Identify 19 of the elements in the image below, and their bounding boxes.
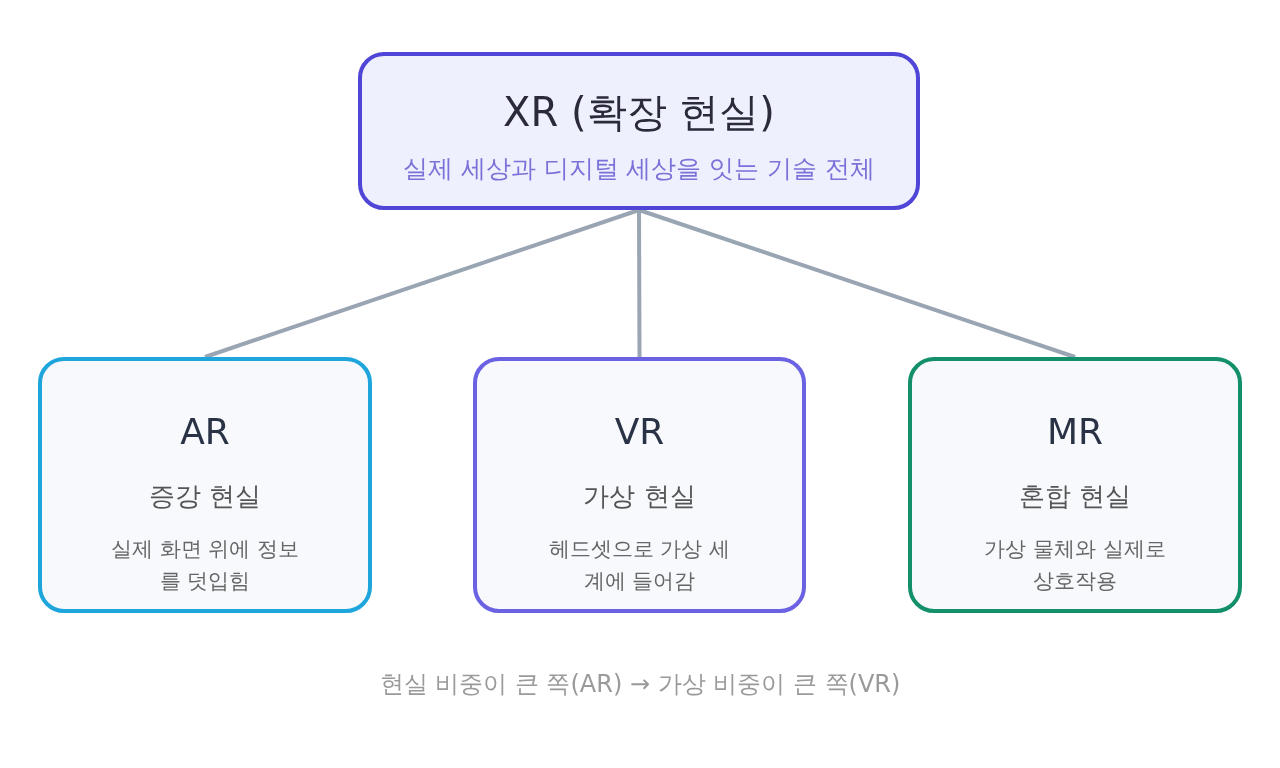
box-title: VR — [614, 410, 665, 454]
box-description: 가상 물체와 실제로 상호작용 — [983, 536, 1167, 595]
box-subtitle: 실제 세상과 디지털 세상을 잇는 기술 전체 — [402, 153, 876, 185]
connector-line — [204, 208, 640, 359]
box-subtitle: 증강 현실 — [148, 480, 262, 513]
concept-box — [908, 357, 1242, 613]
footnote-text: 현실 비중이 큰 쪽(AR) → 가상 비중이 큰 쪽(VR) — [378, 669, 902, 700]
concept-box — [38, 357, 372, 613]
box-description: 헤드셋으로 가상 세계에 들어감 — [547, 536, 732, 595]
box-subtitle: 가상 현실 — [583, 480, 696, 513]
box-subtitle: 혼합 현실 — [1018, 480, 1132, 513]
box-description: 실제 화면 위에 정보를 덧입힘 — [110, 536, 300, 595]
connector-line — [638, 208, 1076, 359]
box-title: AR — [180, 410, 230, 454]
category-box — [358, 52, 920, 210]
box-title: MR — [1046, 410, 1104, 454]
box-title: XR (확장 현실) — [503, 88, 775, 137]
concept-box — [473, 357, 806, 613]
connector-line — [637, 210, 642, 357]
